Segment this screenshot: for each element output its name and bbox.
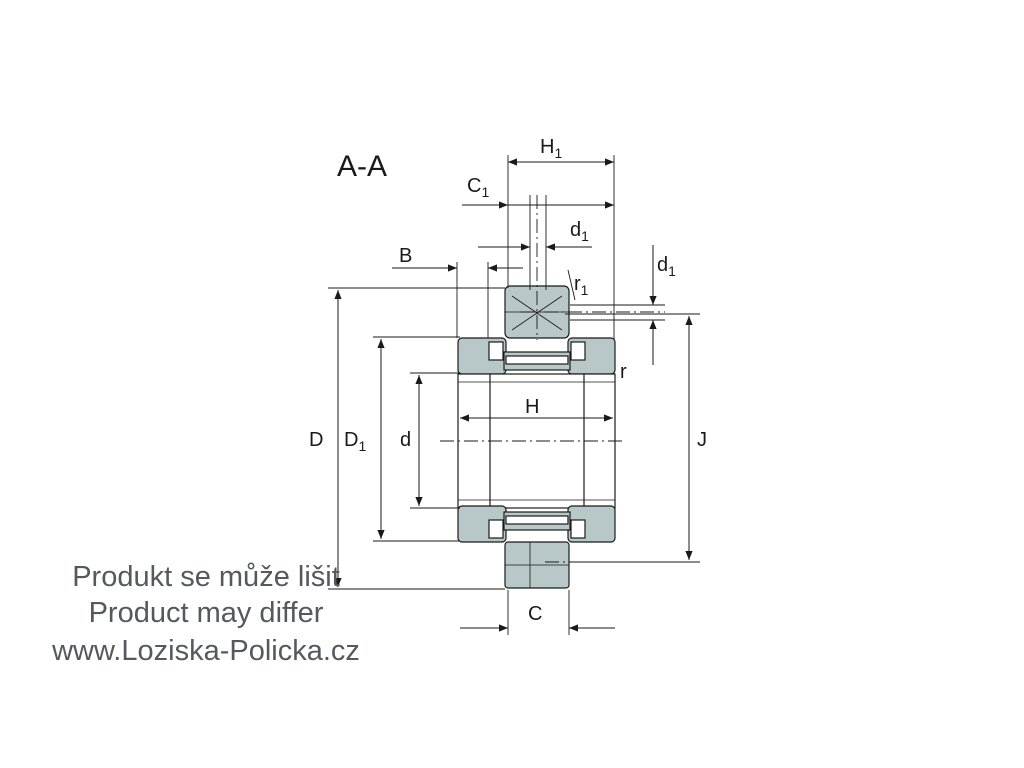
watermark-line-1: Produkt se může lišit bbox=[72, 561, 340, 593]
watermark-url: www.Loziska-Policka.cz bbox=[52, 635, 360, 667]
label-r1: r1 bbox=[574, 273, 589, 298]
label-D1: D1 bbox=[344, 429, 366, 454]
roller-upper-right bbox=[570, 341, 586, 361]
needle-lower bbox=[505, 515, 569, 525]
label-d1-right: d1 bbox=[657, 254, 676, 279]
label-H: H bbox=[525, 396, 539, 418]
dimension-lines bbox=[334, 158, 693, 632]
label-C: C bbox=[528, 603, 542, 625]
label-D: D bbox=[309, 429, 323, 451]
label-B: B bbox=[399, 245, 412, 267]
label-C1: C1 bbox=[467, 175, 489, 200]
needle-upper bbox=[505, 355, 569, 365]
label-J: J bbox=[697, 429, 707, 451]
roller-upper-left bbox=[488, 341, 504, 361]
section-label: A-A bbox=[337, 150, 387, 183]
label-d1-top: d1 bbox=[570, 219, 589, 244]
watermark-line-2: Product may differ bbox=[88, 597, 324, 629]
roller-lower-left bbox=[488, 519, 504, 539]
label-d: d bbox=[400, 429, 411, 451]
label-H1: H1 bbox=[540, 136, 562, 161]
bearing-cross-section bbox=[457, 285, 616, 589]
roller-lower-right bbox=[570, 519, 586, 539]
label-r: r bbox=[620, 361, 627, 383]
